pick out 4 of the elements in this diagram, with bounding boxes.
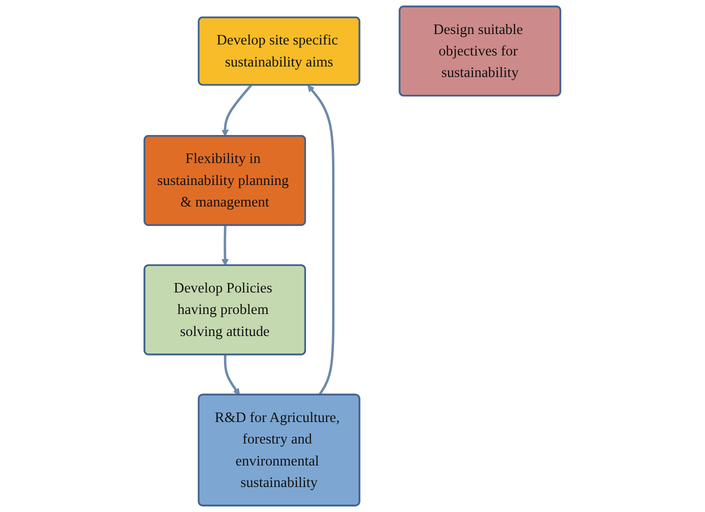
arrow: [308, 84, 335, 396]
arrow: [222, 84, 252, 137]
arrow: [224, 354, 240, 396]
arrow: [222, 225, 229, 266]
